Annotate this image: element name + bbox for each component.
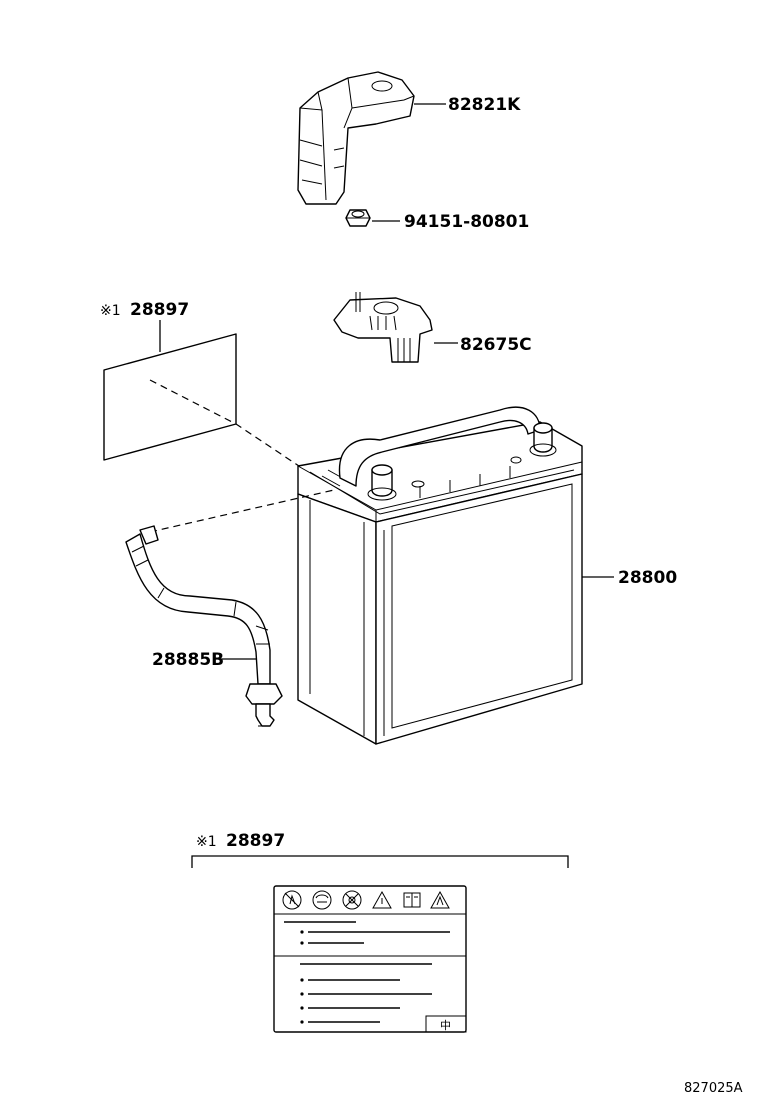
battery [297, 406, 583, 745]
keep-children-away-icon [342, 890, 362, 910]
label-char: 中 [440, 1019, 451, 1032]
detail-part-label-28897[interactable]: 28897 [226, 831, 285, 851]
terminal-cover [297, 71, 415, 205]
acid-hazard-icon [372, 890, 392, 909]
hose-connection-line [149, 489, 335, 533]
warning-label-detail: 中 [273, 885, 467, 1033]
part-label-28800[interactable]: 28800 [618, 568, 677, 588]
detail-note-mark: ※1 [196, 834, 217, 850]
vent-hose [125, 525, 283, 727]
no-flame-icon [282, 890, 302, 910]
explosive-gas-icon [430, 890, 450, 909]
label-sheet [103, 333, 237, 461]
part-label-94151-80801[interactable]: 94151-80801 [404, 212, 529, 232]
battery-clamp [333, 292, 433, 363]
label-placement-line [149, 379, 303, 469]
part-label-82675C[interactable]: 82675C [460, 335, 532, 355]
note-mark: ※1 [100, 303, 121, 319]
part-label-82821K[interactable]: 82821K [448, 95, 521, 115]
eye-protection-icon [312, 890, 332, 910]
part-label-28885B[interactable]: 28885B [152, 650, 224, 670]
diagram-reference: 827025A [684, 1081, 743, 1096]
nut [345, 209, 371, 227]
read-manual-icon [403, 892, 421, 908]
detail-bracket [191, 855, 569, 868]
part-label-28897[interactable]: 28897 [130, 300, 189, 320]
